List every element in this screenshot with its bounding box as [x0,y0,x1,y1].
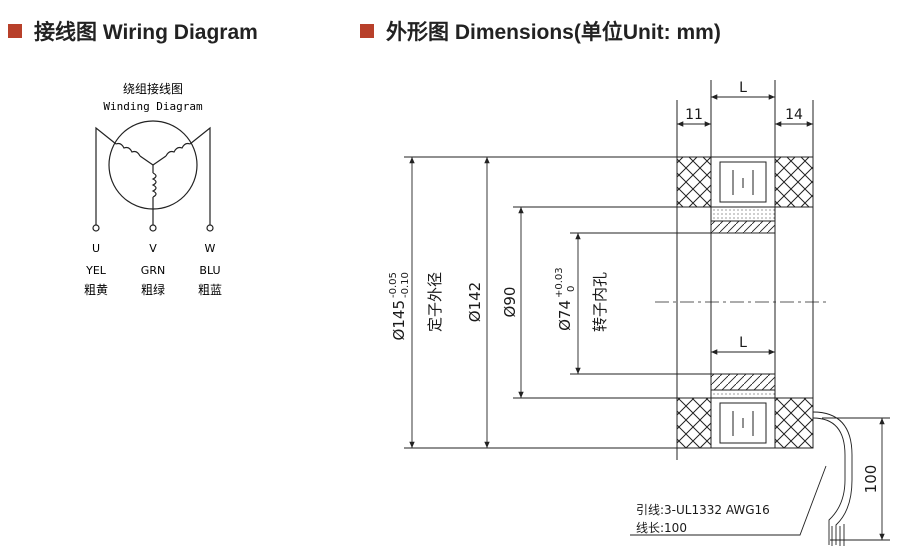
dim-stator-od-tol-upper: -0.05 [388,272,399,298]
terminal-v-letter: V [149,242,157,255]
terminal-w-code: BLU [199,264,220,277]
rotor-magnet-bottom [710,389,776,399]
dim-top-right: 14 [785,107,803,123]
dim-rotor-id-tol-upper: +0.03 [554,267,565,298]
dim-d142: Ø142 [466,282,484,322]
stator-block-bottom-left [676,397,712,449]
terminal-v-cn: 粗绿 [141,282,165,297]
stator-block-bottom-right [774,397,814,449]
rotor-ring-top [710,220,776,234]
dim-lead-length: 100 [862,465,880,494]
dim-stator-od-label: 定子外径 [426,272,444,332]
dimensions-header: 外形图 Dimensions(单位Unit: mm) [360,16,721,46]
terminal-u-cn: 粗黄 [84,283,108,297]
winding-title-cn: 绕组接线图 [123,81,183,96]
section-marker-icon [360,24,374,38]
dim-rotor-id-label: 转子内孔 [591,272,609,332]
terminal-w-cn: 粗蓝 [198,283,222,297]
rotor-ring-bottom [710,373,776,391]
lead-wire-spec: 引线:3-UL1332 AWG16 [636,503,770,517]
dim-top-left: 11 [685,107,703,123]
dim-rotor-id-tol-lower: 0 [566,286,577,292]
winding-title-en: Winding Diagram [103,100,203,113]
dim-d90: Ø90 [501,287,519,318]
wiring-title: 接线图 Wiring Diagram [34,21,258,44]
terminal-v-code: GRN [141,264,165,277]
winding-diagram: 绕组接线图 Winding Diagram U V W YEL GRN BLU … [84,81,222,297]
lead-length-label: 线长:100 [636,521,687,535]
stator-block-top-left [676,156,712,208]
dim-rotor-id: Ø74 [556,300,574,331]
terminal-w-letter: W [205,242,216,255]
terminal-u-code: YEL [85,264,107,277]
dim-stator-od: Ø145 [390,300,408,340]
stator-block-top-right [774,156,814,208]
dimensions-title: 外形图 Dimensions(单位Unit: mm) [386,21,721,44]
wiring-header: 接线图 Wiring Diagram [8,16,258,46]
dim-stator-od-tol-lower: -0.10 [400,272,411,298]
rotor-magnet-top [710,206,776,222]
dim-mid-length: L [739,335,747,351]
terminal-u-letter: U [92,242,100,255]
dim-top-length: L [739,80,747,96]
section-marker-icon [8,24,22,38]
